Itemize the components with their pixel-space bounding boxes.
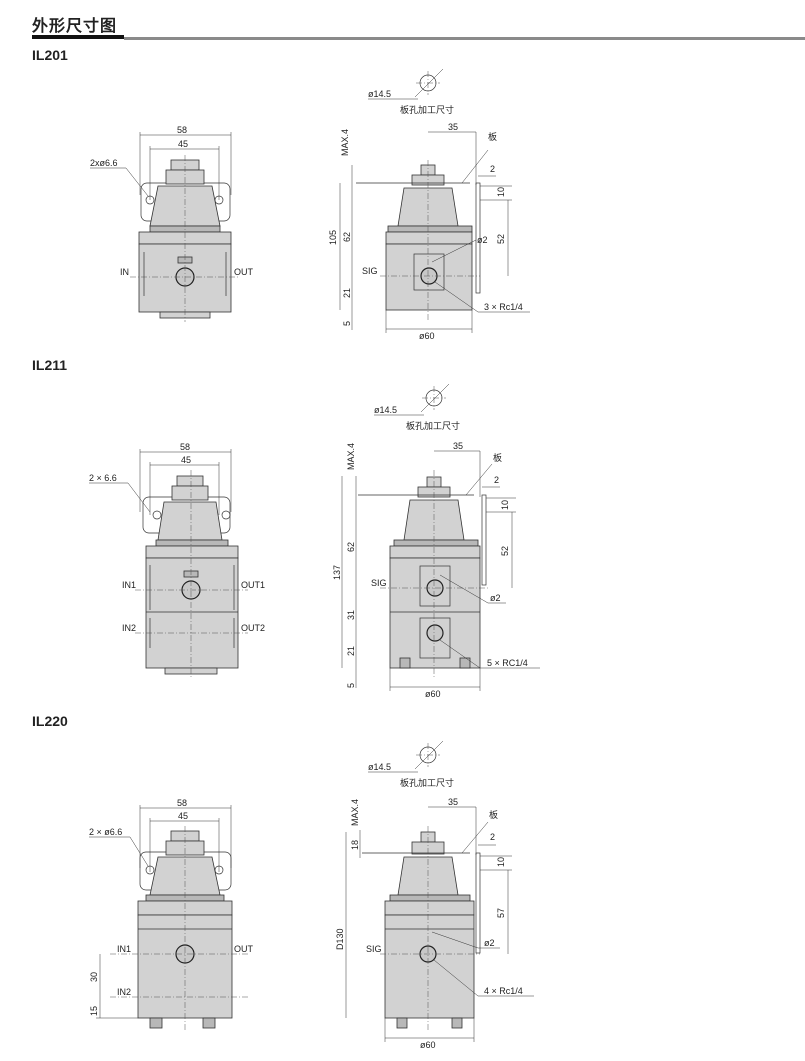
title-underline [32,35,124,39]
il211-dim-10: 10 [500,500,510,510]
il201-dim-2: 2 [490,164,495,174]
model-label-il211: IL211 [32,357,68,373]
il201-dim-10: 10 [496,187,506,197]
il201-dim-52: 52 [496,234,506,244]
il211-dim-21: 21 [346,646,356,656]
il201-cutout-dia: ø14.5 [368,89,391,99]
il201-side-view: ø14.5 板孔加工尺寸 MAX.4 62 105 21 5 35 板 2 10 [328,68,530,341]
il220-sig: SIG [366,944,382,954]
page-title: 外形尺寸图 [32,16,118,35]
page-header: 外形尺寸图 [0,0,805,46]
il211-holes-label: 2 × 6.6 [89,473,117,483]
il220-cutout-dia: ø14.5 [368,762,391,772]
il220-dim-35: 35 [448,797,458,807]
header-rule [124,37,805,40]
il220-dim-2: 2 [490,832,495,842]
il220-dia-60: ø60 [420,1040,436,1050]
il201-port-out: OUT [234,267,254,277]
il201-cutout-label: 板孔加工尺寸 [400,104,454,115]
il211-dim-62: 62 [346,542,356,552]
il211-width-45: 45 [181,455,191,465]
il220-dim-18: 18 [350,840,360,850]
il211-port-out2: OUT2 [241,623,265,633]
il211-dim-2: 2 [494,475,499,485]
il201-width-45: 45 [178,139,188,149]
il201-front-view: 58 45 2xø6.6 IN OUT [90,125,254,322]
il211-dim-5: 5 [346,683,356,688]
il220-holes-label: 2 × ø6.6 [89,827,122,837]
il201-max: MAX.4 [340,129,350,156]
il220-dim-30: 30 [89,972,99,982]
il201-dim-35: 35 [448,122,458,132]
il220-width-45: 45 [178,811,188,821]
il211-port-in2: IN2 [122,623,136,633]
il220-cutout-label: 板孔加工尺寸 [400,777,454,788]
il201-dia-60: ø60 [419,331,435,341]
il211-ports: 5 × RC1/4 [487,658,528,668]
il220-front-view: 58 45 2 × ø6.6 IN1 OUT IN2 30 15 [89,798,254,1030]
il211-max: MAX.4 [346,443,356,470]
il220-port-in2: IN2 [117,987,131,997]
il220-width-58: 58 [177,798,187,808]
il201-dim-62: 62 [342,232,352,242]
il220-dim-57: 57 [496,908,506,918]
il220-port-out: OUT [234,944,254,954]
il220-panel-label: 板 [489,809,498,820]
il211-panel-label: 板 [493,452,502,463]
il211-dim-35: 35 [453,441,463,451]
il201-dim-105: 105 [328,230,338,245]
il201-panel-label: 板 [488,131,497,142]
il201-dim-21: 21 [342,288,352,298]
il211-dim-52: 52 [500,546,510,556]
il211-front-view: 58 45 2 × 6.6 IN1 OUT1 IN2 OUT2 [89,442,265,678]
il211-cutout-label: 板孔加工尺寸 [406,420,460,431]
il211-dim-31: 31 [346,610,356,620]
il211-width-58: 58 [180,442,190,452]
il201-ports: 3 × Rc1/4 [484,302,523,312]
il201-hole-dia: ø2 [477,235,488,245]
il211-sig: SIG [371,578,387,588]
il211-side-view: ø14.5 板孔加工尺寸 MAX.4 62 137 31 21 5 35 板 2 [332,383,540,699]
model-label-il201: IL201 [32,47,68,63]
il220-dim-130: D130 [335,928,345,950]
il220-hole-dia: ø2 [484,938,495,948]
il211-port-out1: OUT1 [241,580,265,590]
il220-max: MAX.4 [350,799,360,826]
il211-dim-137: 137 [332,565,342,580]
il201-width-58: 58 [177,125,187,135]
il220-side-view: ø14.5 板孔加工尺寸 MAX.4 18 D130 35 板 2 10 57 [335,740,534,1050]
il201-holes-label: 2xø6.6 [90,158,118,168]
il201-port-in: IN [120,267,129,277]
il220-ports: 4 × Rc1/4 [484,986,523,996]
il211-hole-dia: ø2 [490,593,501,603]
model-label-il220: IL220 [32,713,68,729]
il201-sig: SIG [362,266,378,276]
il220-port-in1: IN1 [117,944,131,954]
il211-port-in1: IN1 [122,580,136,590]
il220-dim-10: 10 [496,857,506,867]
il220-dim-15: 15 [89,1006,99,1016]
il211-dia-60: ø60 [425,689,441,699]
il201-dim-5: 5 [342,321,352,326]
il211-cutout-dia: ø14.5 [374,405,397,415]
